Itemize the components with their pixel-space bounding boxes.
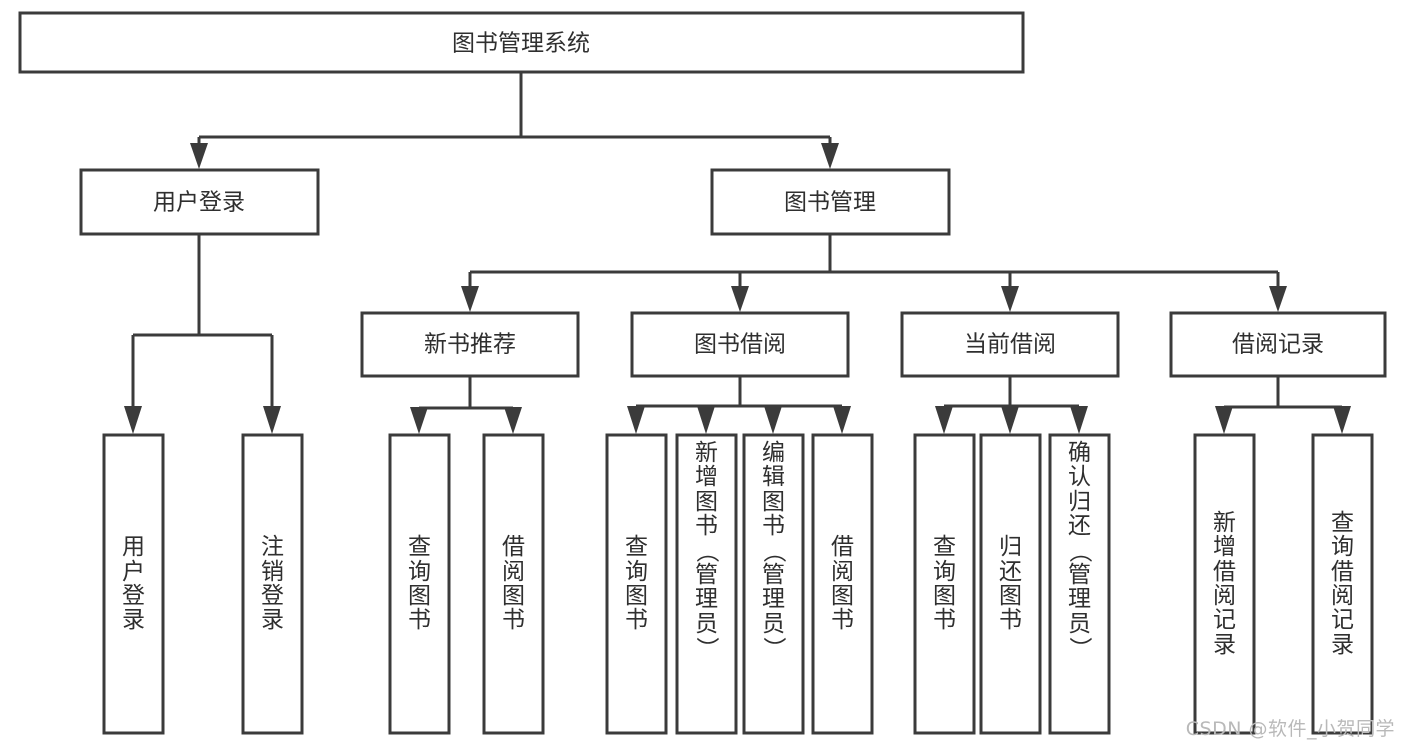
node-current-borrow[interactable]: 当前借阅 [900, 311, 1120, 378]
node-new-book-recommend-label: 新书推荐 [424, 332, 516, 358]
node-book-borrow-box[interactable] [630, 311, 850, 378]
arrow-head-bookborrow-leaf-4 [833, 406, 851, 434]
node-borrow-record-label: 借阅记录 [1232, 332, 1324, 358]
leaf-box-query-book-3[interactable] [913, 433, 976, 735]
arrow-head-borrowrecord-leaf-1 [1215, 406, 1233, 434]
leaf-box-logout[interactable] [241, 433, 304, 735]
arrow-head-leaf-logout [263, 406, 281, 434]
leaf-box-borrow-book-2[interactable] [811, 433, 874, 735]
leaf-box-query-book-1[interactable] [388, 433, 451, 735]
arrow-head-book-borrow [731, 286, 749, 312]
node-book-management-box[interactable] [710, 168, 951, 236]
leaf-box-add-book[interactable] [675, 433, 738, 735]
arrow-head-currentborrow-leaf-2 [1001, 406, 1019, 434]
arrow-head-borrowrecord-leaf-2 [1333, 406, 1351, 434]
arrow-head-currentborrow-leaf-1 [935, 406, 953, 434]
node-current-borrow-box[interactable] [900, 311, 1120, 378]
arrow-head-newbook-leaf-2 [504, 407, 522, 434]
leaf-nodes [102, 433, 1374, 735]
node-borrow-record-box[interactable] [1169, 311, 1387, 378]
node-book-management-label: 图书管理 [784, 190, 876, 216]
connectors [124, 72, 1351, 434]
arrow-head-bookborrow-leaf-1 [627, 406, 645, 434]
leaf-box-query-book-2[interactable] [605, 433, 668, 735]
node-root[interactable]: 图书管理系统 [18, 11, 1025, 74]
node-book-borrow-label: 图书借阅 [694, 332, 786, 358]
node-user-login[interactable]: 用户登录 [79, 168, 320, 236]
leaf-box-user-login[interactable] [102, 433, 165, 735]
leaf-box-borrow-book-1[interactable] [482, 433, 545, 735]
node-root-box[interactable] [18, 11, 1025, 74]
node-new-book-recommend[interactable]: 新书推荐 [360, 311, 580, 378]
arrow-head-current-borrow [1001, 286, 1019, 312]
arrow-head-currentborrow-leaf-3 [1070, 406, 1088, 434]
node-root-label: 图书管理系统 [452, 31, 590, 57]
node-new-book-recommend-box[interactable] [360, 311, 580, 378]
arrow-head-new-book-rec [461, 286, 479, 312]
leaf-box-edit-book[interactable] [742, 433, 805, 735]
arrow-head-newbook-leaf-1 [410, 407, 428, 434]
node-user-login-box[interactable] [79, 168, 320, 236]
arrow-head-borrow-record [1269, 286, 1287, 312]
leaf-box-query-record[interactable] [1311, 433, 1374, 735]
arrow-head-bookborrow-leaf-2 [697, 406, 715, 434]
node-user-login-label: 用户登录 [153, 190, 245, 216]
leaf-box-confirm-return[interactable] [1048, 433, 1111, 735]
arrow-head-user-login [190, 143, 208, 169]
arrow-head-bookborrow-leaf-3 [764, 406, 782, 434]
leaf-box-return-book[interactable] [979, 433, 1042, 735]
arrow-head-leaf-user-login [124, 406, 142, 434]
node-borrow-record[interactable]: 借阅记录 [1169, 311, 1387, 378]
leaf-box-add-record[interactable] [1193, 433, 1256, 735]
node-current-borrow-label: 当前借阅 [964, 332, 1056, 358]
node-book-management[interactable]: 图书管理 [710, 168, 951, 236]
node-book-borrow[interactable]: 图书借阅 [630, 311, 850, 378]
arrow-head-book-mgmt [821, 143, 839, 169]
